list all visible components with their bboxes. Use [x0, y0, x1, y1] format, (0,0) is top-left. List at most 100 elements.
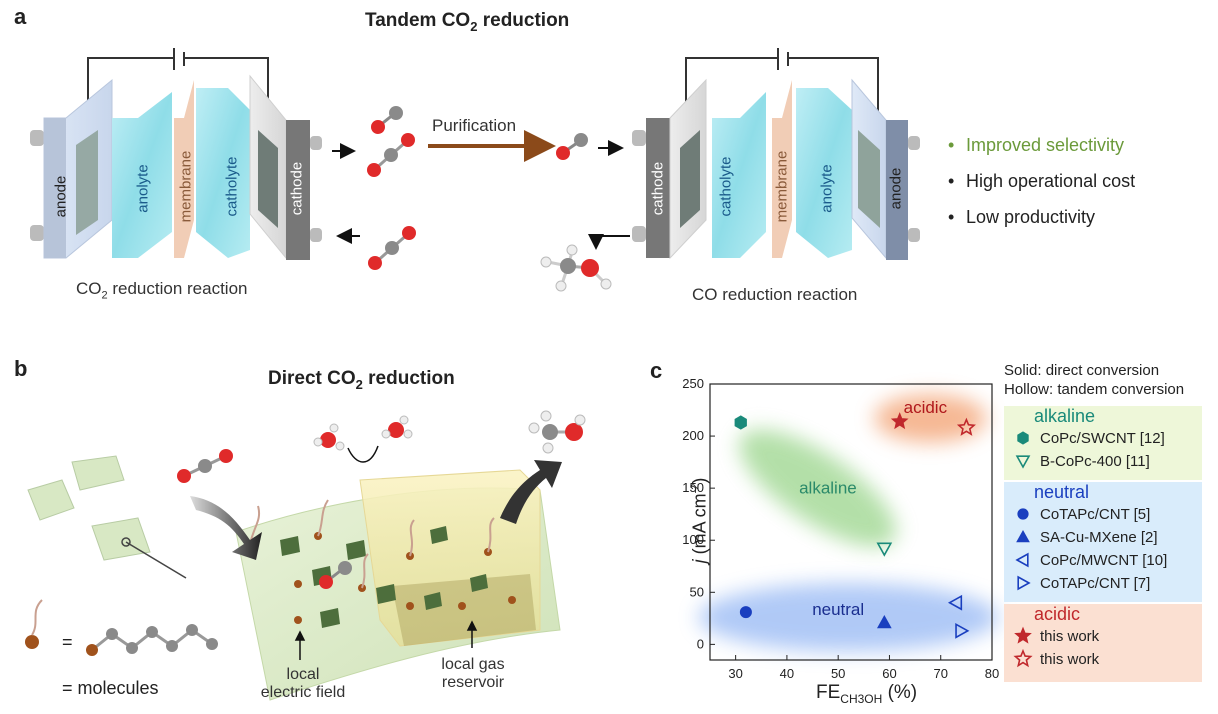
cell2-cathode-plate: [632, 78, 707, 260]
legend-title-acidic: acidic: [1034, 604, 1081, 624]
legend-charge: [25, 599, 43, 649]
zoom-line: [125, 541, 187, 579]
caption-co-reduction: CO reduction reaction: [692, 285, 858, 304]
cell2-anode-label: anode: [887, 167, 905, 210]
cell2-circuit: [685, 48, 879, 128]
legend-item-alkaline-0: CoPc/SWCNT [12]: [1004, 427, 1202, 450]
equals-sign: =: [62, 632, 73, 652]
small-sheet-2: [27, 479, 75, 521]
legend-hollow-note: Hollow: tandem conversion: [1004, 381, 1185, 398]
caption-co2-post: reduction reaction: [107, 279, 248, 298]
panel-b-title: Direct CO2 reduction: [268, 368, 455, 392]
gas-label-2: reservoir: [441, 674, 505, 691]
data-point-neutral-1: [876, 614, 892, 629]
cell1-anolyte: [112, 92, 172, 258]
legend-header: Solid: direct conversion Hollow: tandem …: [1004, 361, 1184, 399]
legend-group-acidic: acidic this work this work: [1004, 604, 1202, 682]
legend-item-acidic-1: this work: [1004, 648, 1202, 671]
small-sheet-3: [91, 517, 151, 561]
cell1-anolyte-label: anolyte: [134, 164, 152, 213]
panel-a-label: a: [14, 4, 27, 29]
field-label-1: local: [286, 666, 320, 683]
co2-molecule-bottom: [368, 226, 416, 270]
x-tick-label-0: 30: [728, 666, 742, 681]
y-axis-label-unit: (mA cm: [689, 493, 710, 560]
panel-a-drawing: [30, 48, 920, 292]
incoming-arrow: [190, 496, 262, 560]
x-axis-label: FECH3OH (%): [816, 682, 917, 706]
methanol-molecule-a: [540, 244, 612, 292]
data-point-acidic-1: [956, 417, 976, 436]
legend-label-acidic-1: this work: [1040, 651, 1100, 668]
cell1-cathode-plate: [249, 74, 322, 260]
cell2-anode-plate: [851, 78, 920, 260]
co2-molecule-top: [367, 133, 415, 177]
bullet-list: •Improved selectivity •High operational …: [948, 127, 1135, 235]
legend-title-neutral: neutral: [1034, 482, 1090, 502]
cell2-membrane: [772, 80, 792, 258]
legend-marker-shape-alkaline-1: [1015, 455, 1031, 469]
legend-marker-alkaline-0: [1017, 431, 1029, 445]
y-tick-label-2: 100: [682, 532, 704, 547]
alkyl-chain: [86, 624, 218, 656]
cell1-anode-label-wrap: [42, 43, 64, 183]
data-point-neutral-3: [955, 622, 970, 639]
x-tick-label-3: 60: [882, 666, 896, 681]
panel-b-title-sub: 2: [355, 376, 363, 392]
legend-marker-acidic-0: [1014, 626, 1032, 644]
panel-b-title-tail: reduction: [362, 368, 455, 389]
y-tick-label-5: 250: [682, 376, 704, 391]
panel-c-label: c: [650, 358, 663, 383]
region-alkaline-label: alkaline: [799, 478, 857, 497]
panel-a-title: Tandem CO2 reduction: [365, 10, 569, 34]
legend-marker-shape-neutral-1: [1016, 529, 1030, 543]
zoom-circle: [121, 537, 131, 547]
y-axis-label-j: j: [689, 559, 710, 564]
y-tick-label-4: 200: [682, 428, 704, 443]
data-point-acidic-0: [890, 412, 909, 430]
legend-marker-neutral-1: [1016, 529, 1030, 543]
legend-marker-neutral-3: [1017, 575, 1031, 591]
intermediate-1: [313, 423, 345, 451]
legend-label-neutral-2: CoPc/MWCNT [10]: [1040, 552, 1168, 569]
cell1-membrane: [174, 80, 194, 258]
panel-b-drawing: [25, 410, 586, 701]
x-axis-label-sub: CH3OH: [840, 691, 883, 706]
y-tick-label-0: 0: [697, 636, 704, 651]
co-molecule-purified: [556, 133, 588, 160]
bullet-text-1: Improved selectivity: [966, 135, 1125, 155]
x-axis-label-fe: FE: [816, 682, 841, 703]
cell1-anode-label: anode: [52, 175, 70, 218]
plot-frame: [709, 383, 993, 661]
y-axis-label-sup: -2: [689, 483, 702, 494]
legend-marker-shape-neutral-0: [1017, 508, 1029, 520]
x-tick-label-1: 40: [780, 666, 794, 681]
cell1-catholyte: [196, 88, 250, 258]
y-axis-label-close: ): [689, 477, 710, 484]
bullet-text-2: High operational cost: [966, 171, 1136, 191]
x-tick-label-4: 70: [933, 666, 947, 681]
caption-co2-reduction: CO2 reduction reaction: [76, 279, 248, 301]
legend-item-acidic-0: this work: [1004, 625, 1202, 648]
data-point-alkaline-0: [734, 415, 747, 430]
x-tick-label-2: 50: [831, 666, 845, 681]
panel-a-arrows: [332, 140, 630, 250]
caption-co2-pre: CO: [76, 279, 102, 298]
cell1-membrane-label: membrane: [177, 150, 195, 223]
legend-label-acidic-0: this work: [1040, 628, 1100, 645]
legend-item-neutral-2: CoPc/MWCNT [10]: [1004, 549, 1202, 572]
data-point-neutral-2: [947, 594, 963, 611]
cell2-anolyte-label: anolyte: [818, 164, 836, 213]
cell1-catholyte-label: catholyte: [223, 156, 241, 217]
pointer-arrows: [294, 620, 478, 660]
gas-label-1: local gas: [441, 656, 505, 673]
cell1-anode-plate: [30, 78, 113, 259]
molecule-squares: [280, 526, 488, 628]
co-adsorbed: [319, 561, 352, 589]
caption-co2-sub: 2: [101, 289, 108, 302]
